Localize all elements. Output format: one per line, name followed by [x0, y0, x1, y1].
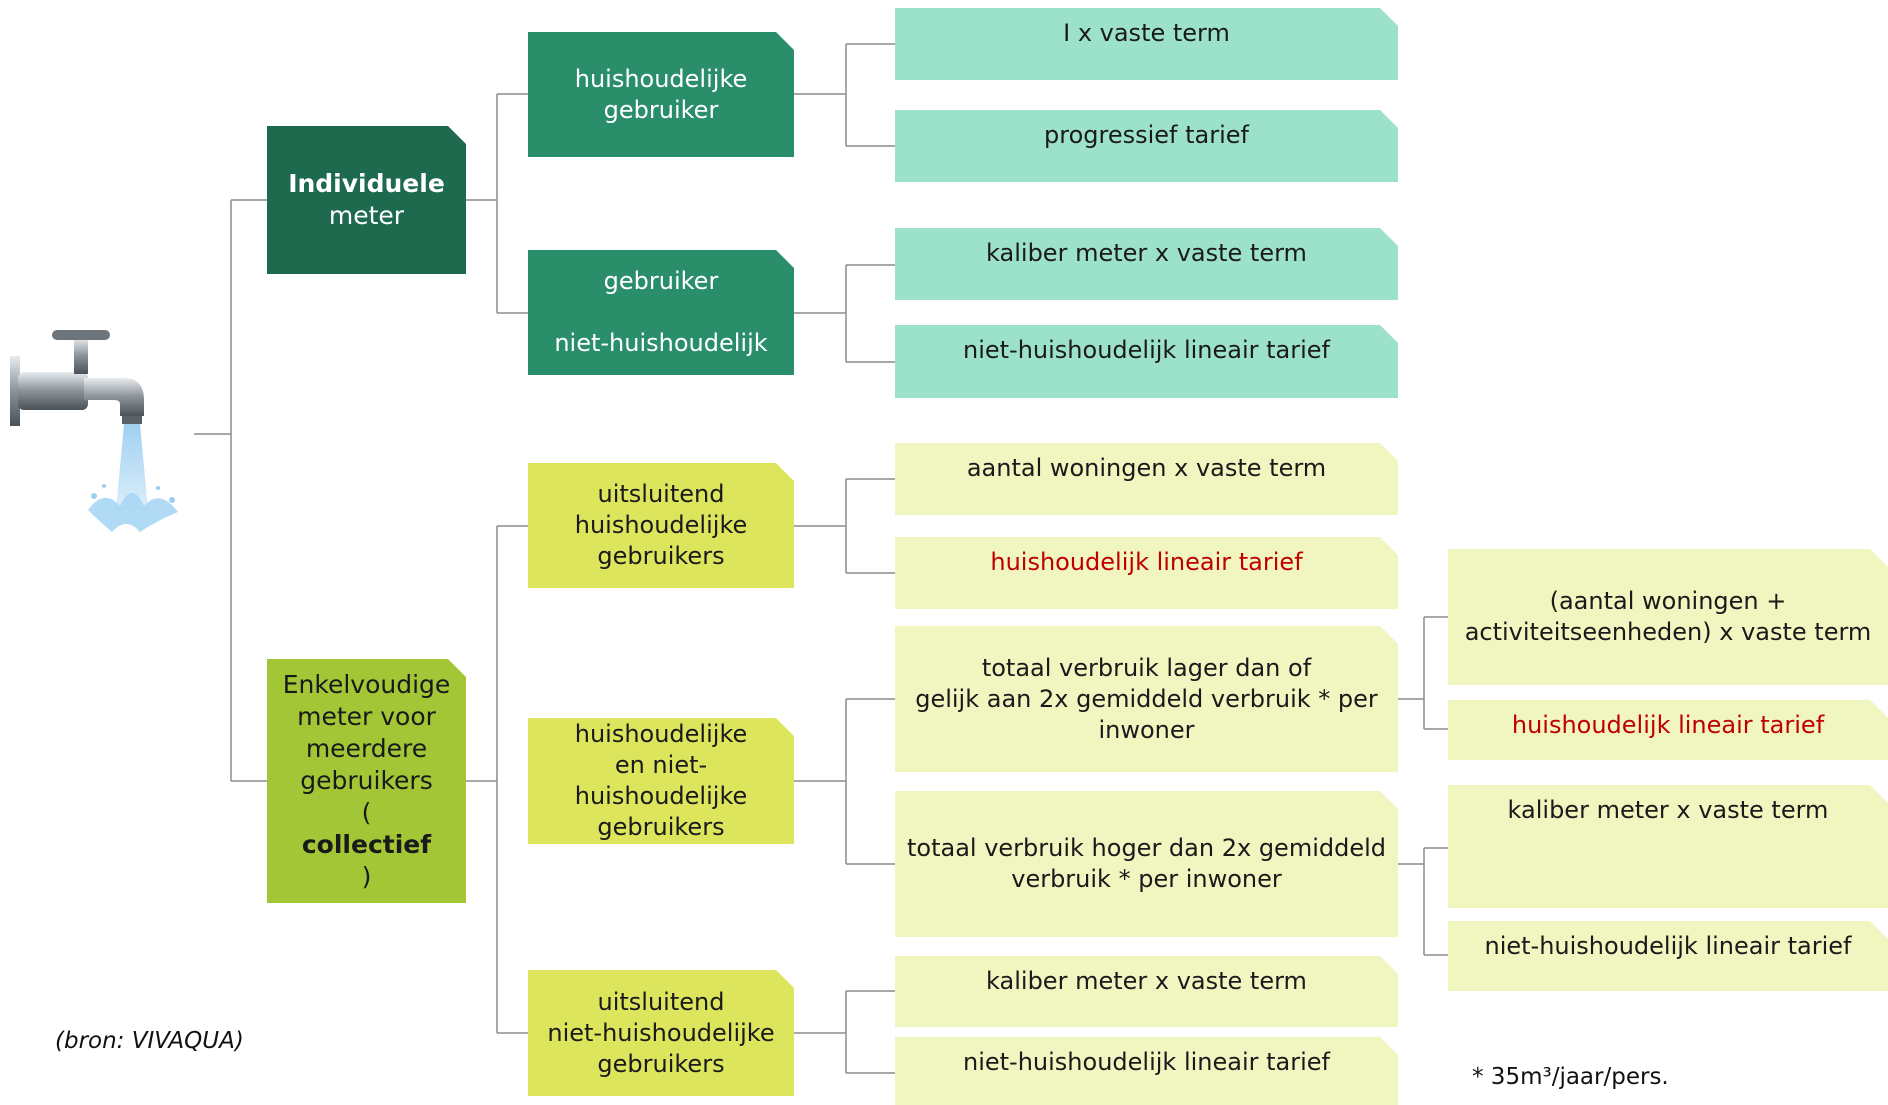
- only-household-users-box: uitsluitend huishoudelijke gebruikers: [528, 463, 794, 588]
- individual-meter-box: Individuele meter: [267, 126, 466, 274]
- collective-meter-title-pre: Enkelvoudige meter voor meerdere gebruik…: [282, 670, 451, 827]
- non-household-linear-tariff-box-1: niet-huishoudelijk lineair tarief: [895, 325, 1398, 398]
- non-household-linear-tariff-label-1: niet-huishoudelijk lineair tarief: [963, 336, 1330, 364]
- household-linear-tariff-box-1: huishoudelijk lineair tarief: [895, 537, 1398, 609]
- only-non-household-users-box: uitsluitend niet-huishoudelijke gebruike…: [528, 970, 794, 1096]
- fixed-term-once-box: I x vaste term: [895, 8, 1398, 80]
- caliber-fixed-term-label-3: kaliber meter x vaste term: [1507, 796, 1829, 824]
- consumption-low-box: totaal verbruik lager dan of gelijk aan …: [895, 626, 1398, 772]
- progressive-tariff-box: progressief tarief: [895, 110, 1398, 182]
- mixed-users-label: huishoudelijke en niet-huishoudelijke ge…: [574, 720, 748, 841]
- dwellings-activity-units-box: (aantal woningen + activiteitseenheden) …: [1448, 549, 1888, 685]
- dwellings-fixed-term-label: aantal woningen x vaste term: [966, 454, 1327, 482]
- collective-meter-box: Enkelvoudige meter voor meerdere gebruik…: [267, 659, 466, 903]
- water-tap-icon: [10, 330, 178, 532]
- progressive-tariff-label: progressief tarief: [1044, 121, 1249, 149]
- consumption-high-box: totaal verbruik hoger dan 2x gemiddeld v…: [895, 791, 1398, 937]
- mixed-users-box: huishoudelijke en niet-huishoudelijke ge…: [528, 718, 794, 844]
- non-household-user-label: gebruiker niet-huishoudelijk: [554, 267, 768, 357]
- source-note: (bron: VIVAQUA): [55, 1028, 244, 1054]
- consumption-high-label: totaal verbruik hoger dan 2x gemiddeld v…: [906, 834, 1386, 893]
- footnote: * 35m³/jaar/pers.: [1472, 1064, 1669, 1090]
- consumption-low-label: totaal verbruik lager dan of gelijk aan …: [915, 653, 1378, 744]
- caliber-fixed-term-label-1: kaliber meter x vaste term: [986, 239, 1307, 267]
- caliber-fixed-term-box-3: kaliber meter x vaste term: [1448, 785, 1888, 908]
- household-linear-tariff-label-2: huishoudelijk lineair tarief: [1511, 711, 1825, 739]
- household-user-label: huishoudelijke gebruiker: [574, 64, 748, 124]
- individual-meter-title-rest: meter: [328, 201, 405, 230]
- dwellings-fixed-term-box: aantal woningen x vaste term: [895, 443, 1398, 515]
- collective-meter-title-bold: collectief: [301, 830, 432, 859]
- fixed-term-once-label: I x vaste term: [1063, 19, 1230, 47]
- non-household-linear-tariff-label-3: niet-huishoudelijk lineair tarief: [1484, 932, 1852, 960]
- collective-meter-title-post: ): [361, 862, 372, 891]
- only-non-household-users-label: uitsluitend niet-huishoudelijke gebruike…: [547, 987, 775, 1078]
- non-household-linear-tariff-box-3: niet-huishoudelijk lineair tarief: [1448, 921, 1888, 991]
- household-user-box: huishoudelijke gebruiker: [528, 32, 794, 157]
- household-linear-tariff-label-1: huishoudelijk lineair tarief: [990, 548, 1303, 576]
- caliber-fixed-term-box-2: kaliber meter x vaste term: [895, 956, 1398, 1027]
- dwellings-activity-units-label: (aantal woningen + activiteitseenheden) …: [1464, 587, 1872, 646]
- household-linear-tariff-box-2: huishoudelijk lineair tarief: [1448, 700, 1888, 760]
- individual-meter-title-bold: Individuele: [288, 169, 445, 198]
- non-household-user-box: gebruiker niet-huishoudelijk: [528, 250, 794, 375]
- only-household-users-label: uitsluitend huishoudelijke gebruikers: [574, 480, 748, 570]
- caliber-fixed-term-box-1: kaliber meter x vaste term: [895, 228, 1398, 300]
- caliber-fixed-term-label-2: kaliber meter x vaste term: [986, 967, 1307, 995]
- non-household-linear-tariff-box-2: niet-huishoudelijk lineair tarief: [895, 1037, 1398, 1105]
- non-household-linear-tariff-label-2: niet-huishoudelijk lineair tarief: [963, 1048, 1330, 1076]
